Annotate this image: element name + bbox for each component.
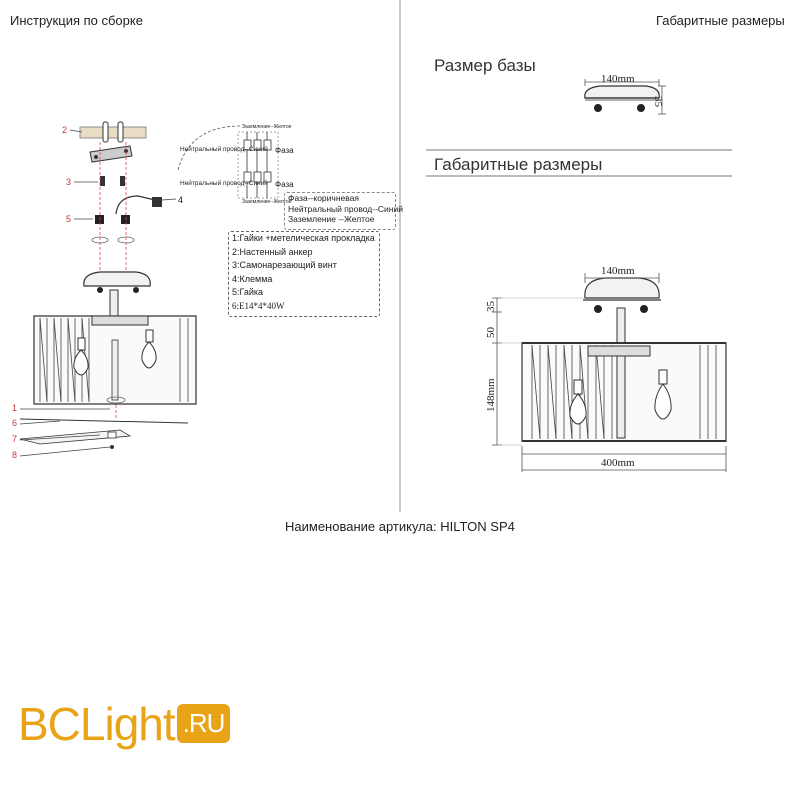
brand-logo[interactable]: BCLight.RU bbox=[18, 697, 231, 751]
dim-35-label: 35 bbox=[485, 301, 497, 312]
wiring-neutral-bottom: Нейтральный провод--Синий bbox=[180, 180, 268, 187]
callout-4: 4 bbox=[178, 195, 184, 205]
logo-domain-badge: .RU bbox=[176, 704, 231, 743]
dim-50-label: 50 bbox=[485, 327, 497, 338]
dim-148-label: 148mm bbox=[485, 378, 497, 412]
callout-2: 2 bbox=[62, 125, 68, 135]
wiring-notes-box: Фаза--коричневая Нейтральный провод--Син… bbox=[284, 192, 403, 230]
legend-item: 2:Настенный анкер bbox=[232, 246, 313, 257]
callout-5: 5 bbox=[66, 214, 72, 224]
callout-3: 3 bbox=[66, 177, 72, 187]
callout-6: 6 bbox=[12, 418, 18, 428]
base-width-label: 140mm bbox=[601, 73, 635, 85]
legend-item: 5:Гайка bbox=[232, 287, 264, 297]
article-name: Наименование артикула: HILTON SP4 bbox=[285, 519, 515, 534]
legend-item: 3:Самонарезающий винт bbox=[232, 260, 337, 270]
wiring-neutral-top: Нейтральный провод--Синий bbox=[180, 146, 268, 153]
assembly-title: Инструкция по сборке bbox=[10, 13, 143, 28]
wiring-ground-bottom: Заземление--Желтое bbox=[242, 199, 292, 205]
callout-1: 1 bbox=[12, 403, 18, 413]
wiring-phase-bottom: Фаза bbox=[275, 180, 294, 189]
wiring-note: Заземление --Желтое bbox=[288, 214, 375, 224]
wiring-note: Нейтральный провод--Синий bbox=[288, 203, 403, 214]
parts-legend: 1:Гайки +метелическая прокладка 2:Настен… bbox=[228, 231, 380, 317]
base-size-title: Размер базы bbox=[434, 56, 536, 75]
legend-item: 6:E14*4*40W bbox=[232, 300, 285, 311]
callout-7: 7 bbox=[12, 434, 18, 444]
wiring-ground-top: Заземление--Желтое bbox=[242, 124, 292, 130]
dimensions-title: Габаритные размеры bbox=[656, 13, 785, 28]
top-width-label: 140mm bbox=[601, 265, 635, 277]
wiring-note: Фаза--коричневая bbox=[288, 193, 359, 203]
legend-item: 1:Гайки +метелическая прокладка bbox=[232, 233, 375, 243]
assembly-drawing bbox=[19, 121, 279, 457]
callout-8: 8 bbox=[12, 450, 18, 460]
bottom-width-label: 400mm bbox=[601, 457, 635, 469]
logo-text: BCLight bbox=[18, 698, 176, 750]
wiring-phase-top: Фаза bbox=[275, 146, 294, 155]
legend-item: 4:Клемма bbox=[232, 273, 273, 284]
base-height-label: 35 bbox=[652, 96, 664, 107]
base-drawing bbox=[584, 79, 666, 115]
overall-drawing bbox=[492, 273, 727, 472]
overall-dims-title: Габаритные размеры bbox=[434, 155, 603, 174]
